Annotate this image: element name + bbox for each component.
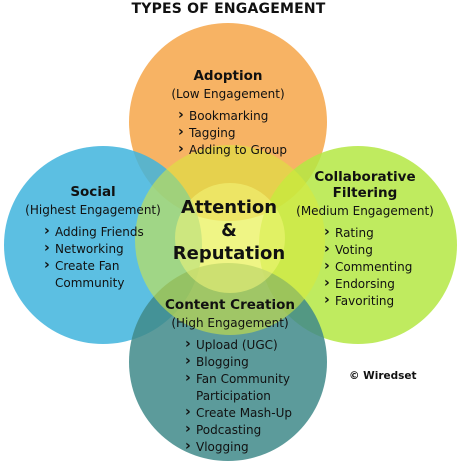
list-item: Fan Community Participation bbox=[185, 370, 297, 405]
list-item: Rating bbox=[324, 224, 440, 242]
social-subtitle: (Highest Engagement) bbox=[25, 203, 161, 217]
collaborative-label: Collaborative Filtering (Medium Engageme… bbox=[290, 169, 440, 310]
adoption-label: Adoption (Low Engagement) Bookmarking Ta… bbox=[150, 68, 306, 159]
list-item: Voting bbox=[324, 241, 440, 259]
copyright-notice: © Wiredset bbox=[349, 370, 417, 382]
collaborative-subtitle: (Medium Engagement) bbox=[296, 204, 434, 218]
adoption-heading: Adoption bbox=[193, 68, 263, 84]
page-title: TYPES OF ENGAGEMENT bbox=[131, 1, 326, 17]
list-item: Create Fan Community bbox=[44, 257, 160, 292]
list-item: Podcasting bbox=[185, 421, 297, 439]
list-item: Upload (UGC) bbox=[185, 336, 297, 354]
center-line-3: Reputation bbox=[172, 243, 286, 264]
list-item: Tagging bbox=[178, 124, 306, 142]
content-creation-heading: Content Creation bbox=[165, 297, 295, 313]
list-item: Adding Friends bbox=[44, 223, 160, 241]
list-item: Blogging bbox=[185, 353, 297, 371]
center-line-2: & bbox=[221, 220, 237, 241]
center-label: Attention & Reputation bbox=[162, 196, 296, 265]
list-item: Create Mash-Up bbox=[185, 404, 297, 422]
list-item: Favoriting bbox=[324, 292, 440, 310]
list-item: Endorsing bbox=[324, 275, 440, 293]
list-item: Networking bbox=[44, 240, 160, 258]
center-glow bbox=[175, 183, 285, 293]
content-creation-subtitle: (High Engagement) bbox=[171, 316, 289, 330]
content-creation-label: Content Creation (High Engagement) Uploa… bbox=[155, 297, 305, 456]
social-label: Social (Highest Engagement) Adding Frien… bbox=[18, 184, 168, 292]
list-item: Bookmarking bbox=[178, 107, 306, 125]
list-item: Commenting bbox=[324, 258, 440, 276]
list-item: Adding to Group bbox=[178, 141, 306, 159]
adoption-subtitle: (Low Engagement) bbox=[171, 87, 285, 101]
social-heading: Social bbox=[70, 184, 116, 200]
center-line-1: Attention bbox=[180, 197, 278, 218]
collaborative-heading: Collaborative Filtering bbox=[314, 169, 416, 201]
list-item: Vlogging bbox=[185, 438, 297, 456]
